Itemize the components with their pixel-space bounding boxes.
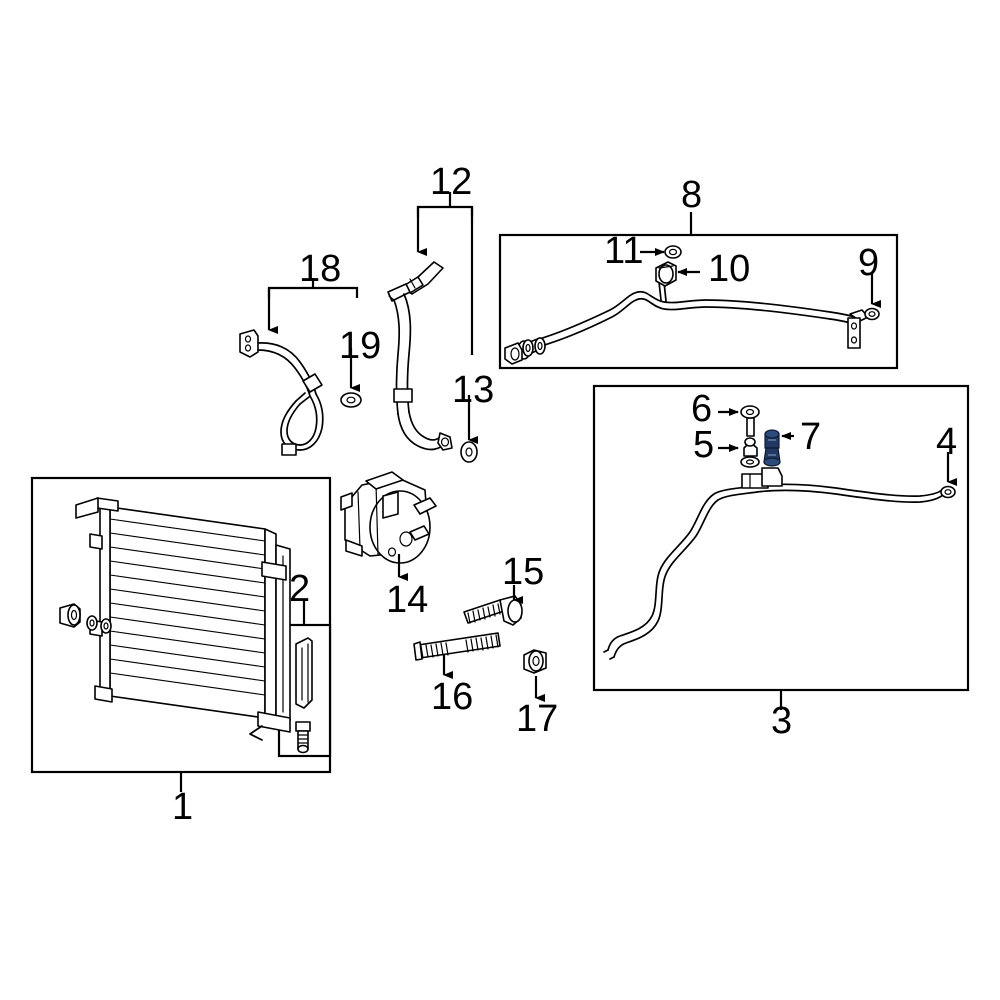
callout-label-13: 13 (452, 369, 495, 411)
callout-label-12: 12 (430, 161, 473, 203)
callout-label-6: 6 (691, 388, 713, 430)
rear-ac-line-art (603, 405, 956, 660)
callout-label-8: 8 (681, 174, 703, 216)
callout-label-17: 17 (516, 698, 559, 740)
compressor-bolt-long-art (413, 632, 501, 661)
callout-label-5: 5 (693, 424, 715, 466)
condenser-plug-art (295, 721, 311, 754)
compressor-bolt-short-art (463, 595, 523, 626)
condenser-fitting-bolt (59, 603, 81, 628)
callout-label-4: 4 (936, 421, 958, 463)
callout-label-2: 2 (289, 568, 311, 610)
panel-3-border (592, 384, 970, 692)
compressor-nut-art (523, 649, 547, 674)
ac-suction-line-art (504, 245, 880, 365)
condenser-seal-art (295, 637, 313, 709)
ac-pressure-transducer-highlight (763, 429, 781, 467)
callout-label-3: 3 (771, 700, 793, 742)
callout-label-11: 11 (604, 230, 644, 272)
callout-12-leader (416, 192, 474, 355)
callout-label-7: 7 (800, 416, 822, 458)
ac-compressor-art (340, 471, 437, 564)
callout-18-leader (267, 278, 359, 334)
oring-13-art (460, 441, 478, 463)
oring-19-art (340, 392, 362, 408)
panel-8-border (498, 233, 899, 370)
callout-label-14: 14 (386, 579, 429, 621)
ac-suction-hose-art (239, 329, 324, 456)
condenser-washer-1 (86, 615, 98, 631)
condenser-assembly-art (59, 497, 291, 741)
condenser-washer-2 (100, 618, 112, 634)
discharge-hose-art (387, 261, 453, 451)
callout-label-9: 9 (858, 242, 880, 284)
callout-label-16: 16 (431, 676, 474, 718)
callout-label-18: 18 (299, 248, 342, 290)
callout-label-15: 15 (502, 551, 545, 593)
callout-label-1: 1 (172, 786, 194, 828)
callout-label-19: 19 (339, 325, 382, 367)
callout-label-10: 10 (708, 248, 751, 290)
